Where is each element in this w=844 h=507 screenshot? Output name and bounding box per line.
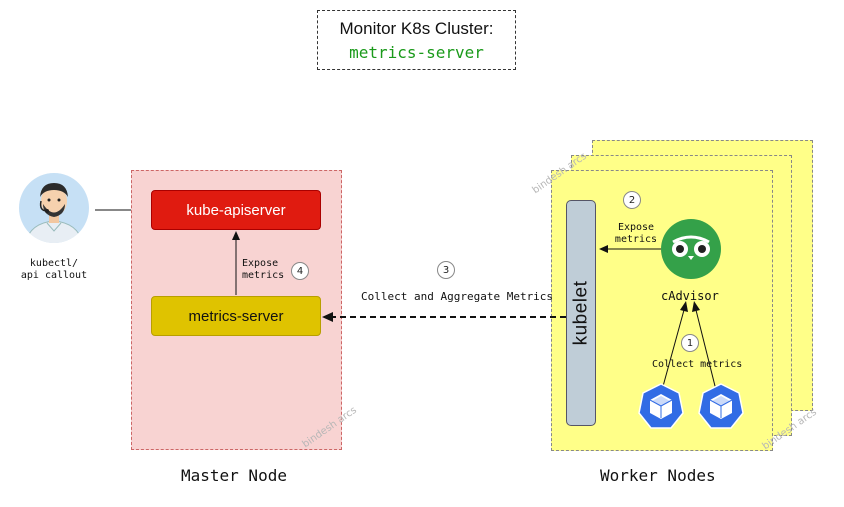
- cadvisor-label: cAdvisor: [661, 289, 719, 303]
- kubelet-to-metrics-arrow: [322, 312, 566, 322]
- pods-to-cadvisor-arrows: [661, 301, 717, 391]
- step-4-badge: 4: [291, 262, 309, 280]
- kubelet-label-wrap: kubelet: [566, 200, 596, 426]
- cadvisor-to-kubelet-arrow: [599, 245, 661, 253]
- kubelet-box: [566, 200, 596, 426]
- worker-expose-label: Expose metrics: [614, 222, 658, 245]
- collect-metrics-label: Collect metrics: [652, 359, 743, 370]
- metrics-server-box: metrics-server: [151, 296, 321, 336]
- pod-icon: [638, 383, 684, 429]
- step-1-badge: 1: [681, 334, 699, 352]
- kube-apiserver-box: kube-apiserver: [151, 190, 321, 230]
- worker-nodes-label: Worker Nodes: [600, 466, 716, 485]
- metrics-to-apiserver-arrow: [232, 231, 240, 295]
- title-text: Monitor K8s Cluster:: [339, 19, 494, 38]
- kubelet-label: kubelet: [570, 280, 591, 346]
- master-expose-label: Expose metrics: [242, 258, 285, 281]
- master-node-label: Master Node: [181, 466, 287, 485]
- user-avatar-icon: [19, 173, 89, 243]
- pod-icon: [698, 383, 744, 429]
- collect-aggregate-label: Collect and Aggregate Metrics: [361, 290, 554, 303]
- step-2-badge: 2: [623, 191, 641, 209]
- step-3-badge: 3: [437, 261, 455, 279]
- title-box: Monitor K8s Cluster: metrics-server: [317, 10, 516, 70]
- cadvisor-icon: [661, 219, 721, 279]
- user-label: kubectl/ api callout: [20, 258, 88, 281]
- title-subtitle: metrics-server: [349, 43, 484, 62]
